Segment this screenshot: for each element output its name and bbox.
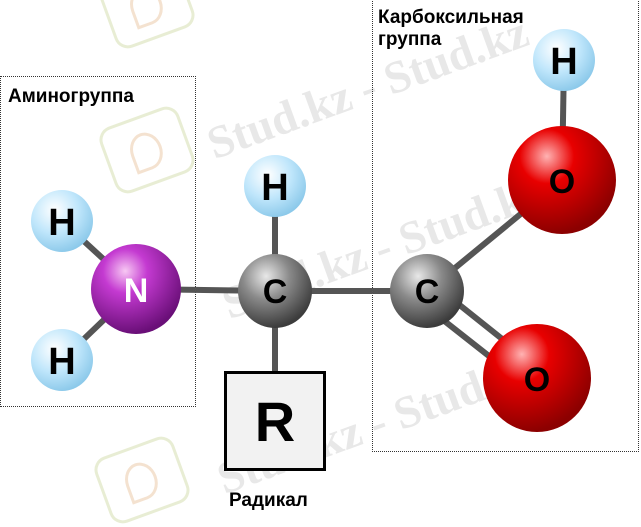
h-amino-bottom-atom: H bbox=[31, 329, 93, 391]
amino-group-label: Аминогруппа bbox=[8, 86, 134, 107]
o-hydroxyl-symbol: O bbox=[549, 163, 575, 201]
h-hydroxyl-atom: H bbox=[533, 29, 595, 91]
radical-box: R bbox=[224, 371, 326, 471]
nitrogen-atom: N bbox=[91, 244, 181, 334]
h-amino-top-symbol: H bbox=[48, 202, 75, 244]
carboxyl-group-label: Карбоксильная группа bbox=[378, 7, 524, 50]
o-carbonyl-atom: O bbox=[483, 324, 591, 432]
c-carboxyl-atom: C bbox=[390, 254, 464, 328]
c-carboxyl-symbol: C bbox=[415, 273, 440, 311]
h-amino-top-atom: H bbox=[31, 190, 93, 252]
h-amino-bottom-symbol: H bbox=[48, 341, 75, 383]
radical-label: Радикал bbox=[229, 490, 308, 511]
o-carbonyl-symbol: O bbox=[524, 361, 550, 399]
h-alpha-symbol: H bbox=[261, 167, 288, 209]
h-hydroxyl-symbol: H bbox=[550, 41, 577, 83]
radical-symbol: R bbox=[254, 389, 296, 453]
c-alpha-symbol: C bbox=[263, 273, 288, 311]
o-hydroxyl-atom: O bbox=[508, 126, 616, 234]
h-alpha-atom: H bbox=[244, 155, 306, 217]
nitrogen-symbol: N bbox=[124, 272, 149, 310]
carboxyl-group-frame bbox=[372, 0, 639, 452]
molecule-drawing: H H N H C C H O bbox=[31, 29, 616, 432]
amino-group-frame bbox=[0, 76, 196, 407]
c-alpha-atom: C bbox=[238, 254, 312, 328]
amino-acid-diagram: Stud.kz - Stud.kz Stud.kz - Stud.kz Stud… bbox=[0, 0, 641, 514]
